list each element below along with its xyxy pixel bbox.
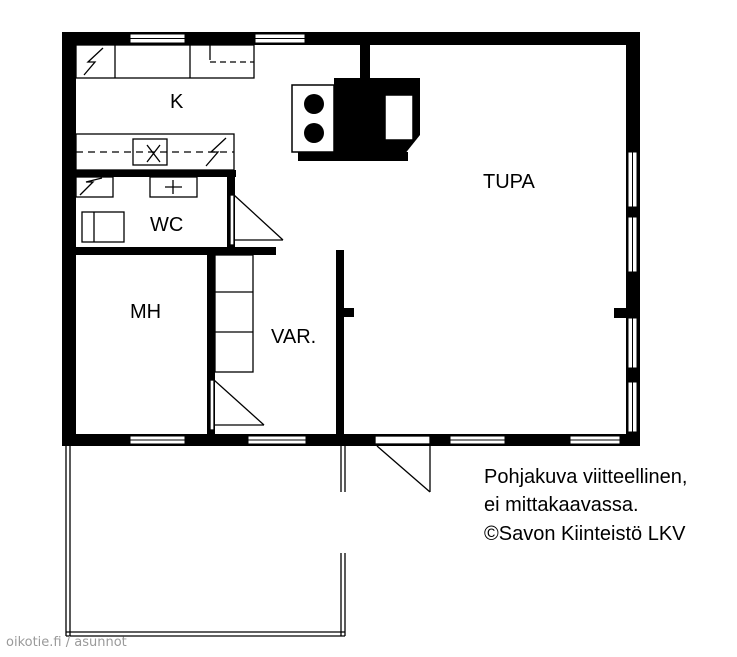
note-line-1: Pohjakuva viitteellinen,: [484, 466, 687, 488]
room-label-wc: WC: [150, 214, 183, 236]
watermark: oikotie.fi / asunnot: [6, 635, 127, 650]
storage-shelves: [214, 254, 254, 373]
fireplace: [374, 78, 420, 160]
room-label-tupa: TUPA: [483, 171, 536, 193]
kitchen-counter-lower: [75, 133, 235, 171]
room-label-k: K: [170, 91, 184, 113]
wall-piers: [614, 207, 640, 382]
note-line-2: ei mittakaavassa.: [484, 494, 639, 516]
top-windows: [129, 33, 306, 44]
stove: [291, 84, 335, 153]
doors: [209, 194, 431, 493]
terrace-outline: [65, 446, 346, 637]
note-line-3: ©Savon Kiinteistö LKV: [484, 523, 686, 545]
room-label-var: VAR.: [271, 326, 316, 348]
wc-fixtures: [75, 176, 198, 243]
kitchen-counter-top: [75, 44, 255, 79]
room-label-mh: MH: [130, 301, 161, 323]
